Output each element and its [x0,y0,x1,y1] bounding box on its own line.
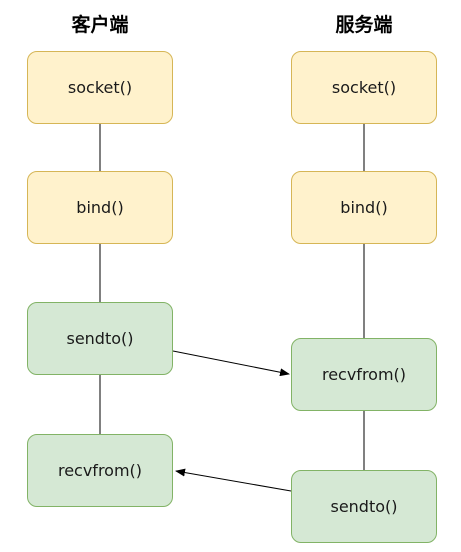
client-bind-node: bind() [27,171,173,244]
client-socket-node: socket() [27,51,173,124]
server-column-title: 服务端 [335,14,393,36]
sendto-to-recvfrom-reply-arrow [175,468,292,492]
client-recvfrom-node: recvfrom() [27,434,173,507]
client-sendto-node: sendto() [27,302,173,375]
server-sendto-node: sendto() [291,470,437,543]
client-column-title: 客户端 [71,14,129,36]
sendto-to-recvfrom-arrow [172,350,290,377]
server-socket-node: socket() [291,51,437,124]
server-recvfrom-node: recvfrom() [291,338,437,411]
server-bind-node: bind() [291,171,437,244]
